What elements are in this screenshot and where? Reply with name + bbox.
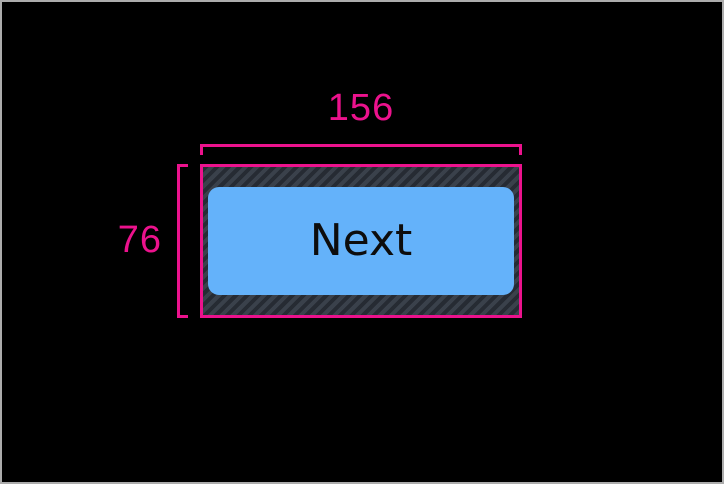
next-button[interactable]: Next <box>208 187 514 295</box>
width-measurement-bracket <box>200 144 522 155</box>
height-dimension-label: 76 <box>117 219 162 261</box>
selection-outline: Next <box>200 164 522 318</box>
width-dimension-label: 156 <box>327 87 395 129</box>
height-measurement-bracket <box>177 164 188 318</box>
next-button-label: Next <box>309 215 413 266</box>
